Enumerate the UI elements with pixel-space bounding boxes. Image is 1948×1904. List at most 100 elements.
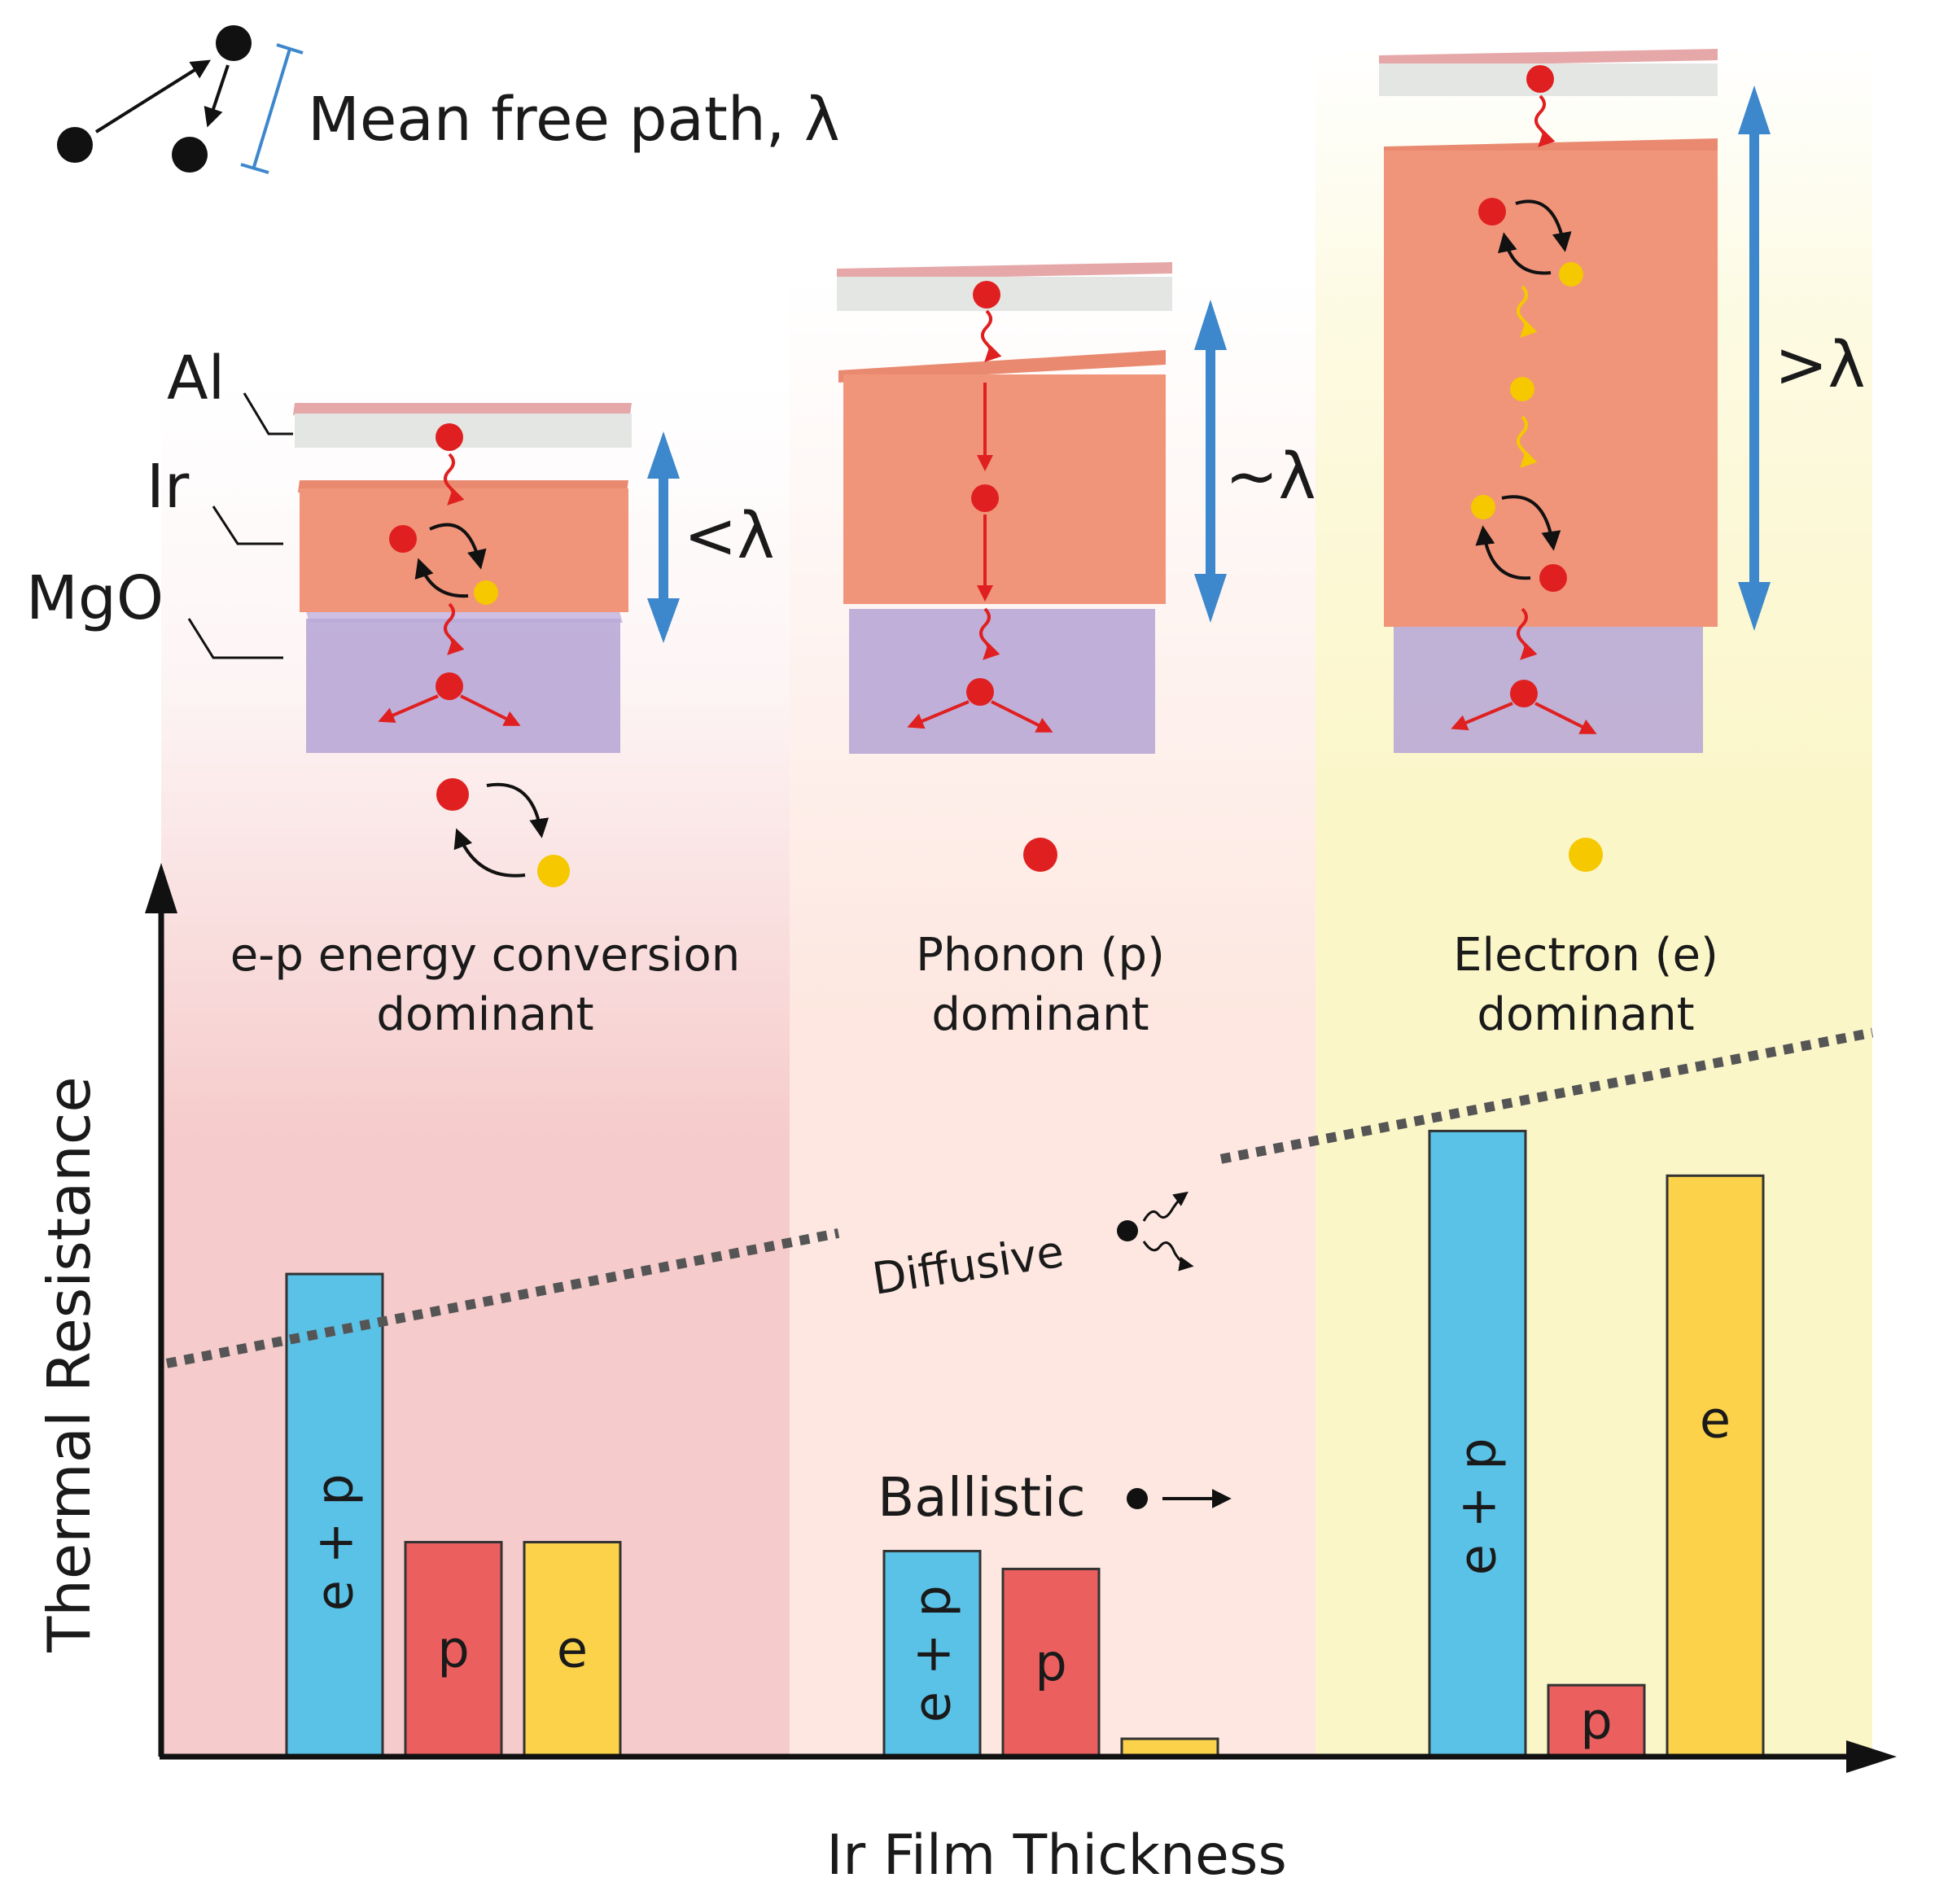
electron-icon bbox=[1510, 377, 1534, 401]
phonon-icon bbox=[436, 672, 463, 700]
region-label-line1: Electron (e) bbox=[1453, 929, 1718, 982]
ballistic-label: Ballistic bbox=[878, 1466, 1086, 1529]
al-block-thick-top bbox=[1379, 49, 1718, 67]
diffusive-scatter-icon bbox=[1117, 1191, 1194, 1272]
phonon-icon bbox=[436, 423, 463, 451]
mgo-block-medium bbox=[849, 609, 1155, 754]
bar-label: e bbox=[1700, 1390, 1731, 1450]
phonon-icon bbox=[1510, 680, 1538, 707]
bar-ep-0 bbox=[285, 1272, 384, 1758]
stack-thin: <λ bbox=[187, 392, 775, 753]
legend-bracket bbox=[240, 43, 304, 174]
bar-ep-2 bbox=[1428, 1129, 1527, 1758]
electron-icon bbox=[474, 580, 498, 605]
cycle-arrow-icon bbox=[486, 782, 549, 838]
phonon-icon bbox=[1526, 65, 1554, 93]
scatter-arrow-icon bbox=[1451, 702, 1513, 731]
cycle-arrow-icon bbox=[1475, 525, 1531, 580]
al-layer-label: Al bbox=[167, 344, 225, 414]
bar-e-2 bbox=[1666, 1174, 1765, 1758]
ir-leader-line bbox=[212, 506, 283, 545]
al-block-medium-top bbox=[837, 262, 1172, 280]
particle-icon bbox=[1127, 1488, 1148, 1509]
mgo-layer-label: MgO bbox=[26, 563, 164, 633]
bar-p-1 bbox=[1001, 1567, 1101, 1758]
phonon-icon bbox=[973, 281, 1000, 309]
wavy-arrow-icon bbox=[981, 309, 1002, 362]
wavy-arrow-icon bbox=[1517, 415, 1538, 468]
wavy-arrow-icon bbox=[1142, 1241, 1194, 1272]
wavy-arrow-icon bbox=[1517, 607, 1538, 660]
ballistic-arrow-icon bbox=[1127, 1488, 1232, 1509]
wavy-arrow-icon bbox=[1142, 1191, 1188, 1222]
mean-free-path-legend: Mean free path, λ bbox=[57, 25, 840, 174]
region-icon-e-p bbox=[436, 778, 570, 887]
phonon-icon bbox=[1023, 838, 1057, 872]
ir-block-thick bbox=[1384, 151, 1718, 627]
al-leader-line bbox=[243, 392, 293, 436]
bar-label: p bbox=[437, 1620, 469, 1679]
mgo-block-thin bbox=[306, 619, 620, 753]
particle-icon bbox=[1117, 1220, 1138, 1241]
bar-label: p bbox=[1035, 1633, 1066, 1692]
scatter-arrow-icon bbox=[1534, 702, 1597, 734]
wavy-arrow-icon bbox=[979, 607, 1000, 660]
x-axis-label: Ir Film Thickness bbox=[826, 1823, 1287, 1888]
phonon-icon bbox=[389, 525, 417, 553]
legend-particle-start bbox=[57, 127, 93, 163]
cycle-arrow-icon bbox=[1501, 495, 1561, 551]
bar-ep-1 bbox=[882, 1549, 982, 1758]
thickness-arrow-thin-head-top bbox=[647, 431, 680, 479]
al-block-medium bbox=[837, 277, 1172, 311]
thickness-arrow-thin-head-bottom bbox=[647, 598, 680, 643]
mgo-leader-line bbox=[187, 618, 283, 659]
electron-icon bbox=[1569, 838, 1603, 872]
bar-e-0 bbox=[523, 1540, 622, 1758]
cycle-arrow-icon bbox=[429, 523, 487, 570]
thickness-label-thick: >λ bbox=[1775, 329, 1866, 402]
bar-label: p bbox=[1580, 1692, 1612, 1751]
electron-icon bbox=[1471, 495, 1495, 519]
diffusive-trend-line bbox=[1219, 1027, 1874, 1164]
thickness-arrow-thick-head-bottom bbox=[1738, 582, 1771, 631]
cycle-arrow-icon bbox=[1515, 199, 1572, 252]
mgo-block-thick bbox=[1394, 606, 1703, 753]
wavy-arrow-icon bbox=[1534, 94, 1556, 147]
al-block-thin-top bbox=[293, 403, 632, 415]
legend-particle-top bbox=[216, 25, 252, 61]
y-axis-label: Thermal Resistance bbox=[35, 1076, 103, 1652]
electron-icon bbox=[537, 855, 570, 887]
ir-block-thin bbox=[300, 488, 628, 612]
region-label-line1: Phonon (p) bbox=[916, 929, 1165, 982]
stack-medium: ~λ bbox=[837, 262, 1316, 754]
x-axis-arrowhead bbox=[1846, 1740, 1897, 1773]
ir-layer-label: Ir bbox=[147, 452, 190, 522]
thickness-arrow-medium-head-bottom bbox=[1194, 574, 1227, 623]
bar-p-0 bbox=[404, 1540, 503, 1758]
legend-particle-end bbox=[172, 137, 208, 173]
wavy-arrow-icon bbox=[1517, 285, 1538, 338]
bar-label: e + p bbox=[1448, 1438, 1508, 1575]
cycle-arrow-icon bbox=[453, 828, 526, 878]
wavy-arrow-icon bbox=[444, 602, 465, 655]
mean-free-path-label: Mean free path, λ bbox=[308, 85, 840, 155]
bar-label: e + p bbox=[305, 1473, 365, 1611]
phonon-icon bbox=[436, 778, 469, 811]
stack-thick: >λ bbox=[1379, 49, 1866, 753]
diffusive-trend-line bbox=[165, 1228, 840, 1368]
phonon-icon bbox=[1539, 564, 1567, 592]
legend-path-arrow-2 bbox=[204, 64, 230, 128]
region-label-line2: dominant bbox=[1477, 988, 1694, 1041]
phonon-icon bbox=[971, 484, 999, 512]
thickness-arrow-thick-head-top bbox=[1738, 85, 1771, 134]
bar-label: e + p bbox=[903, 1585, 962, 1722]
y-axis-arrowhead bbox=[145, 863, 177, 913]
cycle-arrow-icon bbox=[414, 558, 469, 598]
region-label-line2: dominant bbox=[931, 988, 1149, 1041]
wavy-arrow-icon bbox=[444, 453, 465, 506]
cycle-arrow-icon bbox=[1498, 232, 1552, 275]
ir-block-medium bbox=[843, 374, 1166, 604]
region-label-line2: dominant bbox=[376, 988, 593, 1041]
